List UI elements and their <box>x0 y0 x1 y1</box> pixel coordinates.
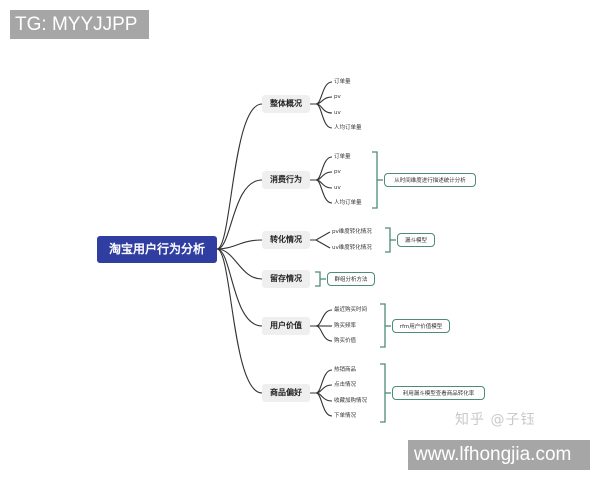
leaf-node[interactable]: 订单量 <box>334 79 351 85</box>
leaf-node[interactable]: 订单量 <box>334 154 351 160</box>
branch-node-conversion[interactable]: 转化情况 <box>262 231 310 249</box>
note-time-dimension-analysis[interactable]: 从时间维度进行描述统计分析 <box>384 173 476 187</box>
leaf-node[interactable]: uv <box>334 185 341 191</box>
branch-node-overview[interactable]: 整体概况 <box>262 95 310 113</box>
leaf-node[interactable]: 人均订单量 <box>334 200 362 206</box>
leaf-node[interactable]: 热销商品 <box>334 367 357 373</box>
branch-node-consumption[interactable]: 消费行为 <box>262 171 310 189</box>
leaf-node[interactable]: 购买价值 <box>334 338 357 344</box>
zhihu-watermark: 知乎 @子钰 <box>455 412 536 428</box>
leaf-node[interactable]: 收藏加购情况 <box>334 398 368 404</box>
watermark-bottom-right: www.lfhongjia.com <box>408 440 590 470</box>
leaf-node[interactable]: uv <box>334 110 341 116</box>
leaf-node[interactable]: pv <box>334 94 341 100</box>
leaf-node[interactable]: pv <box>334 169 341 175</box>
note-cohort-analysis[interactable]: 群组分析方法 <box>327 272 375 286</box>
leaf-node[interactable]: 最近购买时间 <box>334 307 368 313</box>
leaf-node[interactable]: 下单情况 <box>334 413 357 419</box>
note-rfm-model[interactable]: rfm用户价值模型 <box>392 319 450 333</box>
branch-node-user-value[interactable]: 用户价值 <box>262 317 310 335</box>
note-product-funnel[interactable]: 利用漏斗模型查看商品转化率 <box>392 386 485 400</box>
leaf-node[interactable]: pv维度转化情况 <box>332 229 372 235</box>
leaf-node[interactable]: 购买频率 <box>334 323 357 329</box>
branch-node-product-preference[interactable]: 商品偏好 <box>262 384 310 402</box>
watermark-top-left: TG: MYYJJPP <box>10 10 149 39</box>
leaf-node[interactable]: 人均订单量 <box>334 125 362 131</box>
root-node[interactable]: 淘宝用户行为分析 <box>97 236 217 263</box>
leaf-node[interactable]: 点击情况 <box>334 382 357 388</box>
note-funnel-model[interactable]: 漏斗模型 <box>397 233 435 247</box>
branch-node-retention[interactable]: 留存情况 <box>262 270 310 288</box>
leaf-node[interactable]: uv维度转化情况 <box>332 245 372 251</box>
